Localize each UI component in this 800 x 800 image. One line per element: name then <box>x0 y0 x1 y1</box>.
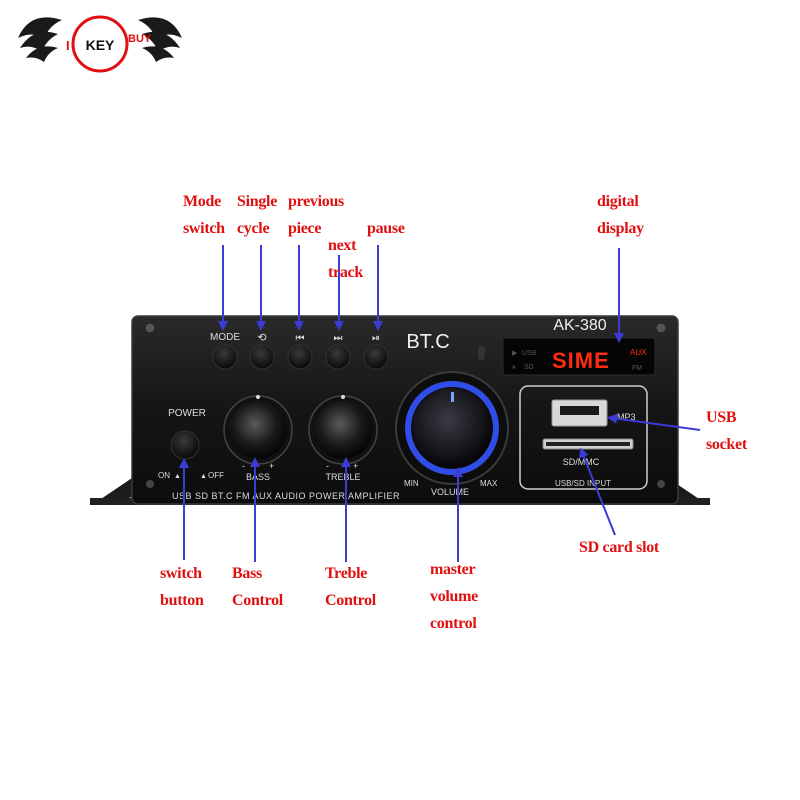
display-usb: USB <box>522 350 537 357</box>
switch-button-annotation: switch button <box>160 560 204 614</box>
master-volume-annotation: master volume control <box>430 556 478 637</box>
brand-logo: I KEY BUY <box>18 15 182 73</box>
input-label: USB/SD INPUT <box>555 479 611 488</box>
mode-button[interactable] <box>212 344 238 370</box>
volume-label: VOLUME <box>431 487 469 497</box>
repeat-icon: ⟲ <box>257 332 266 344</box>
bass-plus: + <box>269 461 274 471</box>
display-sd: SD <box>524 364 534 371</box>
model-text: AK-380 <box>553 317 606 334</box>
previous-icon: ⏮ <box>296 333 305 344</box>
bass-label: BASS <box>246 472 270 482</box>
logo-i: I <box>66 38 70 53</box>
min-label: MIN <box>404 479 419 488</box>
bass-knob[interactable] <box>229 401 287 459</box>
annotation-line: previous <box>288 193 344 210</box>
max-label: MAX <box>480 479 498 488</box>
svg-text:▲: ▲ <box>174 473 181 480</box>
volume-knob[interactable] <box>412 388 492 468</box>
annotation-line: Control <box>325 592 376 609</box>
treble-minus: - <box>326 461 329 471</box>
display-digits: SIME <box>552 348 610 373</box>
annotation-line: volume <box>430 588 478 605</box>
treble-control-annotation: Treble Control <box>325 560 376 614</box>
treble-plus: + <box>353 461 358 471</box>
annotation-line: master <box>430 561 476 578</box>
mp3-label: MP3 <box>617 412 636 422</box>
sd-label: SD/MMC <box>563 457 600 467</box>
play-pause-icon: ⏯ <box>372 333 380 344</box>
bass-minus: - <box>242 461 245 471</box>
sd-card-slot-annotation: SD card slot <box>579 534 659 561</box>
display-fm: FM <box>632 365 642 372</box>
next-track-annotation: next track <box>328 232 363 286</box>
usb-socket-annotation: USB socket <box>706 404 747 458</box>
single-cycle-annotation: Single cycle <box>237 188 277 242</box>
annotation-line: switch <box>160 565 202 582</box>
previous-piece-annotation: previous piece <box>288 188 344 242</box>
mode-label: MODE <box>210 332 240 343</box>
annotation-line: track <box>328 264 363 281</box>
annotation-line: USB <box>706 409 737 426</box>
annotation-line: button <box>160 592 204 609</box>
mode-switch-annotation: Mode switch <box>183 188 225 242</box>
left-bracket <box>95 478 132 503</box>
treble-label: TREBLE <box>325 472 360 482</box>
pause-button[interactable] <box>363 344 389 370</box>
annotation-line: SD card slot <box>579 539 659 556</box>
previous-button[interactable] <box>287 344 313 370</box>
pause-annotation: pause <box>367 215 405 242</box>
panel-strip-text: USB SD BT.C FM AUX AUDIO POWER AMPLIFIER <box>172 491 400 501</box>
volume-glow-ring <box>405 381 499 475</box>
annotation-line: cycle <box>237 220 270 237</box>
logo-key: KEY <box>86 37 115 53</box>
treble-knob[interactable] <box>314 401 372 459</box>
display-aux: AUX <box>630 348 647 357</box>
annotation-line: display <box>597 220 644 237</box>
annotation-arrows <box>179 245 701 562</box>
power-label: POWER <box>168 408 206 419</box>
annotation-line: Treble <box>325 565 368 582</box>
annotation-line: digital <box>597 193 639 210</box>
off-label: OFF <box>208 471 224 480</box>
annotation-line: control <box>430 615 477 632</box>
digital-display <box>502 337 656 376</box>
annotation-line: Single <box>237 193 277 210</box>
logo-buy: BUY <box>128 33 152 45</box>
single-cycle-button[interactable] <box>249 344 275 370</box>
annotation-line: Bass <box>232 565 262 582</box>
digital-display-annotation: digital display <box>597 188 644 242</box>
next-icon: ⏭ <box>334 333 343 344</box>
bass-control-annotation: Bass Control <box>232 560 283 614</box>
display-play-icon: ▶ <box>512 350 518 357</box>
annotation-line: Mode <box>183 193 221 210</box>
next-button[interactable] <box>325 344 351 370</box>
annotation-line: pause <box>367 220 405 237</box>
input-panel <box>519 385 648 490</box>
annotation-line: socket <box>706 436 747 453</box>
display-pause-icon: ⏸ <box>512 364 516 371</box>
power-switch[interactable] <box>170 430 200 460</box>
brand-text: BT.C <box>406 331 449 353</box>
on-label: ON <box>158 471 170 480</box>
annotation-line: Control <box>232 592 283 609</box>
annotation-line: switch <box>183 220 225 237</box>
annotation-line: piece <box>288 220 322 237</box>
svg-text:▲: ▲ <box>200 473 207 480</box>
annotation-line: next <box>328 237 357 254</box>
ir-sensor <box>478 346 485 360</box>
logo-ring <box>71 15 129 73</box>
